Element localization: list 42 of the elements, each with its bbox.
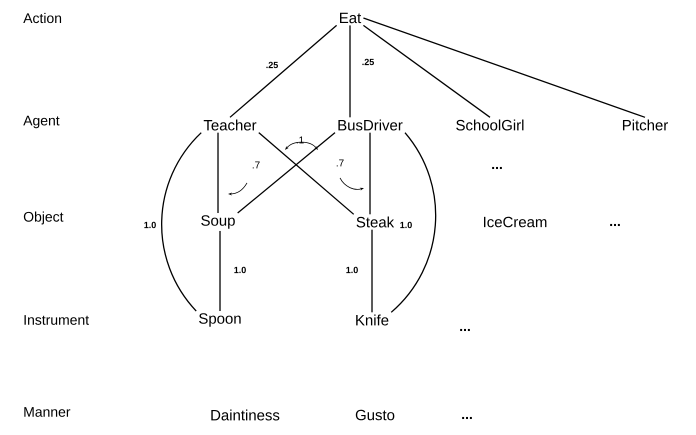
connector [230, 24, 338, 118]
concept-label: Teacher [204, 120, 256, 130]
concept-label: Gusto [356, 410, 394, 420]
connector [369, 132, 371, 214]
row-label: Instrument [24, 315, 89, 325]
concept-label: Steak [356, 216, 394, 228]
ellipsis: ... [492, 166, 502, 170]
connector [390, 132, 436, 313]
concept-label: Daintiness [211, 410, 280, 420]
connector [161, 132, 202, 312]
concept-label: IceCream [484, 216, 546, 228]
edge-label: 1.0 [142, 220, 158, 230]
connector [371, 230, 373, 312]
concept-label: Soup [201, 215, 235, 229]
connector [219, 230, 221, 312]
weight-label: .1 [296, 136, 304, 144]
edge-label: .25 [360, 58, 376, 66]
edge-label: 1.0 [398, 220, 414, 230]
edge-label: 1.0 [344, 266, 360, 274]
row-label: Manner [24, 407, 70, 417]
concept-label: SchoolGirl [456, 120, 524, 130]
connector [237, 132, 336, 214]
concept-label: BusDriver [338, 120, 403, 130]
edge-label: 1.0 [232, 266, 248, 274]
row-label: Agent [23, 116, 60, 128]
row-label: Object [24, 211, 64, 224]
concept-label: Eat [340, 12, 362, 24]
concept-label: Pitcher [622, 120, 668, 130]
concept-label: Spoon [199, 313, 241, 327]
ellipsis: ... [462, 416, 472, 420]
concept-label: Knife [356, 314, 388, 326]
edge-label: .25 [264, 60, 280, 70]
ellipsis: ... [460, 328, 470, 332]
row-label: Action [23, 12, 62, 24]
connector [363, 17, 646, 118]
weight-label: .7 [336, 160, 344, 166]
weight-label: .7 [252, 162, 260, 168]
ellipsis: ... [610, 224, 620, 226]
connector [363, 24, 490, 118]
connector [258, 132, 354, 215]
connector [349, 25, 351, 118]
connector [217, 132, 219, 214]
